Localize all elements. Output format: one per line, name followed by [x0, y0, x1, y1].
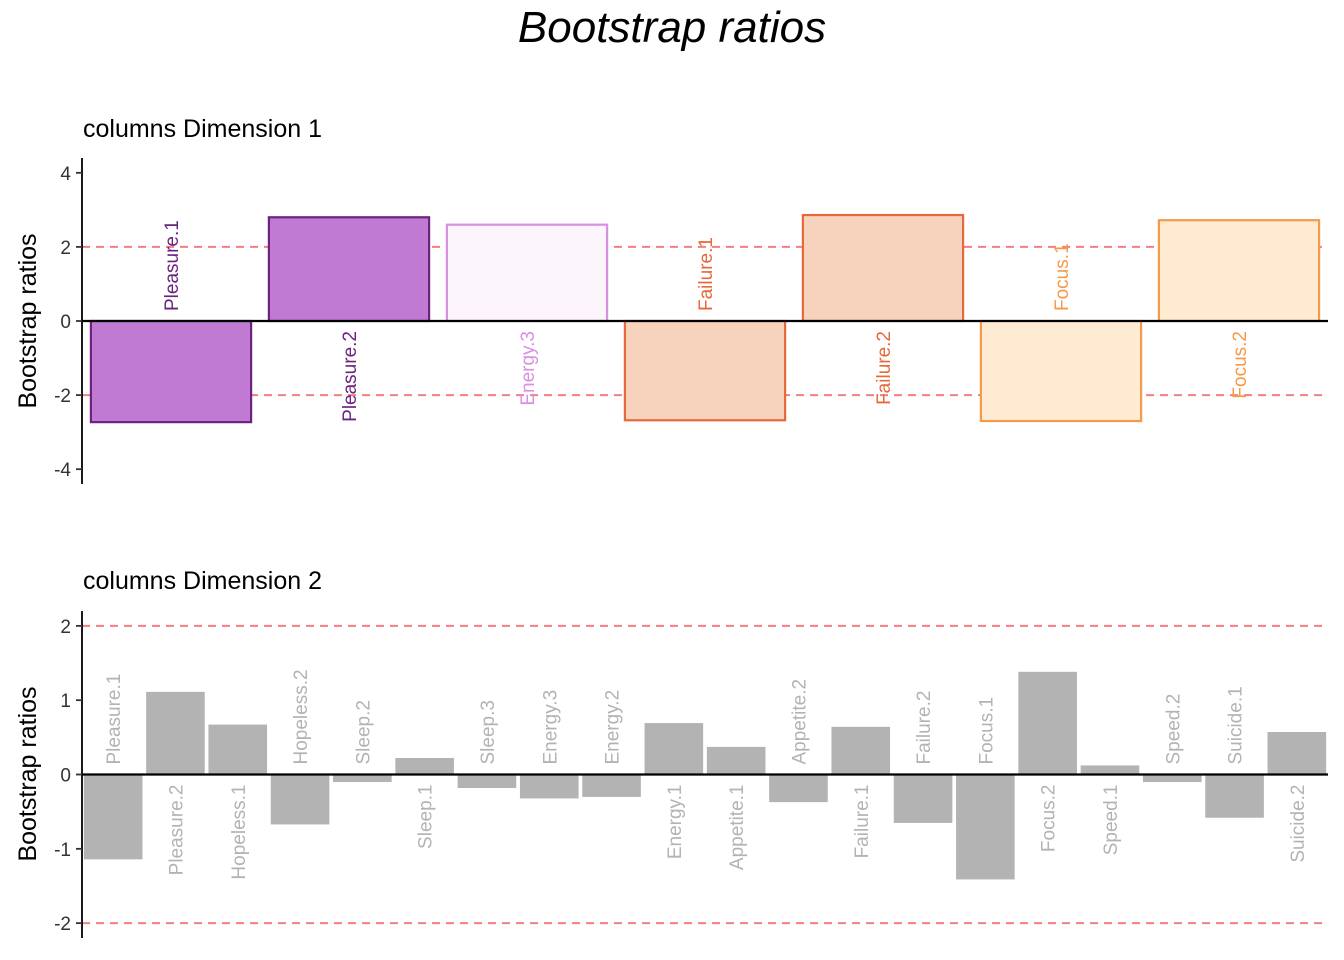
bar-suicide-1 [1204, 773, 1266, 819]
bar-energy-1 [643, 721, 705, 776]
dimension-1-panel-title: columns Dimension 1 [83, 115, 322, 143]
bar-label: Failure.1 [852, 785, 873, 859]
bar-hopeless-2 [269, 773, 331, 826]
y-tick-label: 4 [60, 164, 71, 185]
bar-label: Appetite.2 [789, 679, 810, 765]
dimension-2-bars [82, 670, 1328, 881]
y-tick-label: 0 [60, 766, 71, 787]
bar-label: Appetite.1 [727, 785, 748, 871]
bar-label: Focus.1 [1052, 243, 1073, 311]
bar-speed-2 [1141, 773, 1203, 784]
dimension-2-y-axis: 2 1 0 -1 -2 [54, 611, 1328, 938]
bar-failure-2 [892, 773, 954, 825]
dimension-1-panel: columns Dimension 1 Bootstrap ratios Ple… [14, 115, 1328, 484]
bar-label: Focus.2 [1230, 331, 1251, 399]
dimension-2-threshold-lines [82, 624, 1328, 925]
bar-failure-1 [830, 725, 892, 776]
y-tick-label: -2 [54, 914, 71, 935]
y-tick-label: 2 [60, 238, 71, 259]
bar-failure-1 [623, 319, 787, 422]
bar-focus-2 [1157, 219, 1321, 323]
bar-energy-3 [445, 223, 609, 323]
y-tick-label: 0 [60, 312, 71, 333]
bar-pleasure-2 [144, 690, 206, 776]
bar-label: Failure.2 [914, 691, 935, 765]
bar-energy-2 [581, 773, 643, 799]
bar-focus-1 [979, 319, 1143, 423]
dimension-2-y-axis-label: Bootstrap ratios [14, 686, 42, 861]
bar-sleep-2 [331, 773, 393, 784]
bar-label: Pleasure.1 [104, 674, 125, 765]
bar-sleep-1 [394, 756, 456, 776]
bar-label: Energy.3 [540, 690, 561, 765]
bar-label: Pleasure.1 [162, 220, 183, 311]
bar-pleasure-2 [267, 216, 431, 323]
bar-label: Failure.1 [696, 237, 717, 311]
bar-label: Energy.2 [603, 690, 624, 765]
bar-label: Speed.1 [1101, 785, 1122, 856]
bar-label: Hopeless.2 [291, 669, 312, 764]
dimension-1-y-axis-label: Bootstrap ratios [14, 233, 42, 408]
bar-label: Suicide.2 [1288, 785, 1309, 863]
bar-label: Sleep.3 [478, 700, 499, 764]
bar-label: Focus.1 [976, 697, 997, 765]
y-tick-label: 2 [60, 617, 71, 638]
y-tick-label: -1 [54, 840, 71, 861]
bar-focus-1 [954, 773, 1016, 881]
bar-focus-2 [1017, 670, 1079, 776]
bar-speed-1 [1079, 764, 1141, 776]
bar-label: Sleep.2 [353, 700, 374, 764]
bar-label: Focus.2 [1039, 785, 1060, 853]
figure-title: Bootstrap ratios [518, 3, 826, 52]
bar-label: Failure.2 [874, 331, 895, 405]
bar-label: Energy.1 [665, 785, 686, 860]
y-tick-label: -4 [54, 460, 71, 481]
y-tick-label: 1 [60, 691, 71, 712]
bar-pleasure-1 [89, 319, 253, 424]
bar-hopeless-1 [207, 723, 269, 776]
bar-failure-2 [801, 213, 965, 323]
dimension-1-y-axis: 4 2 0 -2 -4 [54, 158, 1328, 484]
bar-label: Pleasure.2 [340, 331, 361, 422]
bar-pleasure-1 [82, 773, 144, 861]
bar-label: Pleasure.2 [166, 785, 187, 876]
bar-appetite-2 [767, 773, 829, 804]
bar-label: Suicide.1 [1226, 686, 1247, 764]
dimension-2-panel: columns Dimension 2 Bootstrap ratios Ple… [14, 567, 1328, 938]
bar-label: Speed.2 [1163, 694, 1184, 765]
dimension-2-panel-title: columns Dimension 2 [83, 567, 322, 595]
bar-label: Energy.3 [518, 331, 539, 406]
bar-appetite-1 [705, 745, 767, 776]
bar-suicide-2 [1266, 730, 1328, 776]
bar-label: Hopeless.1 [229, 785, 250, 880]
y-tick-label: -2 [54, 386, 71, 407]
bar-energy-3 [518, 773, 580, 800]
bar-label: Sleep.1 [416, 785, 437, 849]
bar-sleep-3 [456, 773, 518, 790]
